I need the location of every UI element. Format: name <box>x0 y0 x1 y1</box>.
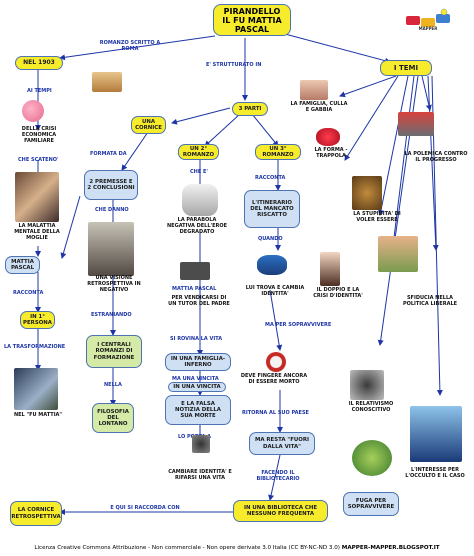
train-image <box>398 112 434 136</box>
caption-parabola: LA PARABOLA NEGATIVA DELL'EROE DEGRADATO <box>167 217 227 235</box>
node-mattia-pascal: MATTIA PASCAL <box>5 256 40 274</box>
mapper-logo: MAPPER <box>404 8 452 32</box>
link-che-danno: CHE DANNO <box>95 207 129 213</box>
node-premesse: 2 PREMESSE E 2 CONCLUSIONI <box>84 170 138 200</box>
caption-cambiare: CAMBIARE IDENTITA' E RIFARSI UNA VITA <box>168 469 232 481</box>
node-fuori-vita: MA RESTA "FUORI DALLA VITA" <box>249 432 315 455</box>
fighting-goblins-image <box>378 236 418 272</box>
node-3-romanzo: UN 3° ROMANZO <box>255 144 301 160</box>
node-i-temi: I TEMI <box>380 60 432 76</box>
caption-finge: DEVE FINGERE ANCORA DI ESSERE MORTO <box>240 373 308 385</box>
license-footer: Licenza Creative Commons Attribuzione - … <box>0 545 474 551</box>
caption-stupidita: LA STUPIDITA' DI VOLER ESSERE <box>353 211 401 223</box>
node-biblioteca: IN UNA BIBLIOTECA CHE NESSUNO FREQUENTA <box>233 500 328 522</box>
woman-portrait-image <box>15 172 59 222</box>
link-quando: QUANDO <box>258 236 283 242</box>
node-2-romanzo: UN 2° ROMANZO <box>178 144 219 160</box>
link-trasformazione: LA TRASFORMAZIONE <box>4 344 66 350</box>
link-scateno: CHE SCATENO' <box>18 157 59 163</box>
caption-polemica: LA POLEMICA CONTRO IL PROGRESSO <box>404 151 468 163</box>
caption-famiglia-tema: LA FAMIGLIA, CULLA E GABBIA <box>290 101 348 113</box>
caption-visione: UNA VISIONE RETROSPETTIVA IN NEGATIVO <box>87 275 141 293</box>
caption-crisi: DELLA CRISI ECONOMICA FAMILIARE <box>21 126 57 144</box>
link-nella: NELLA <box>104 382 122 388</box>
hammer-sketch-image <box>182 184 218 216</box>
link-ai-tempi: AI TEMPI <box>27 88 52 94</box>
chalkboard-image <box>180 262 210 280</box>
node-nel-1903: NEL 1903 <box>15 56 63 70</box>
caption-relativismo: IL RELATIVISMO CONOSCITIVO <box>348 401 394 413</box>
link-sopravvivere: MA PER SOPRAVVIVERE <box>265 322 332 328</box>
title-line1: PIRANDELLO <box>223 7 281 16</box>
node-itinerario: L'ITINERARIO DEL MANCATO RISCATTO <box>244 190 300 228</box>
disguise-mask-image <box>257 255 287 275</box>
heart-image <box>316 128 340 146</box>
link-racconta-1: RACCONTA <box>255 175 286 181</box>
iceberg-image <box>410 406 462 462</box>
link-romanzo-roma: ROMANZO SCRITTO A ROMA <box>99 40 161 52</box>
caption-vendicarsi: PER VENDICARSI DI UN TUTOR DEL PADRE <box>168 295 230 307</box>
turtle-image <box>352 440 392 476</box>
node-filosofia-lontano: FILOSOFIA DEL LONTANO <box>92 403 134 433</box>
spider-image <box>350 370 384 400</box>
caption-sfiducia: SFIDUCIA NELLA POLITICA LIBERALE <box>402 295 458 307</box>
skull-image <box>266 352 286 372</box>
link-raccorda: E QUI SI RACCORDA CON <box>110 505 180 511</box>
node-falsa-notizia: E LA FALSA NOTIZIA DELLA SUA MORTE <box>165 395 231 425</box>
node-cornice-retrospettiva: LA CORNICE RETROSPETTIVA <box>10 501 62 526</box>
lightbulb-icon <box>406 8 450 27</box>
pirandello-portrait-image <box>14 368 58 410</box>
link-che-e: CHE E' <box>190 169 208 175</box>
map-title: PIRANDELLO IL FU MATTIA PASCAL <box>213 4 291 36</box>
link-facendo: FACENDO IL BIBLIOTECARIO <box>256 470 300 482</box>
cradle-image <box>300 80 328 100</box>
colosseum-image <box>92 72 122 92</box>
node-vincita: IN UNA VINCITA <box>168 382 226 392</box>
caption-doppio: IL DOPPIO E LA CRISI D'IDENTITA' <box>313 287 363 299</box>
link-mattia-pascal: MATTIA PASCAL <box>172 286 217 292</box>
node-famiglia-inferno: IN UNA FAMIGLIA-INFERNO <box>165 353 231 371</box>
link-estraniando: ESTRANIANDO <box>91 312 132 318</box>
caption-malattia: LA MALATTIA MENTALE DELLA MOGLIE <box>14 223 60 241</box>
node-3-parti: 3 PARTI <box>232 102 268 116</box>
lion-image <box>352 176 382 210</box>
link-formata-da: FORMATA DA <box>90 151 127 157</box>
link-strutturato: E' STRUTTURATO IN <box>206 62 262 68</box>
man-figure-image <box>192 435 210 453</box>
site-link[interactable]: MAPPER-MAPPER.BLOGSPOT.IT <box>341 545 440 551</box>
caption-nel-fu-mattia: NEL "FU MATTIA" <box>13 412 63 418</box>
node-fuga: FUGA PER SOPRAVVIVERE <box>343 492 399 516</box>
doll-image <box>320 252 340 286</box>
caption-interesse: L'INTERESSE PER L'OCCULTO E IL CASO <box>405 467 465 479</box>
link-rovina-vita: SI ROVINA LA VITA <box>170 336 223 342</box>
caption-forma: LA FORMA - TRAPPOLA <box>314 147 348 159</box>
tree-image <box>88 222 134 276</box>
title-line2: IL FU MATTIA PASCAL <box>222 16 282 35</box>
piggy-bank-image <box>22 100 44 122</box>
link-racconta-2: RACCONTA <box>13 290 44 296</box>
node-in-1-persona: IN 1° PERSONA <box>20 311 55 329</box>
license-text: Licenza Creative Commons Attribuzione - … <box>34 545 340 551</box>
node-centrali-romanzi: I CENTRALI ROMANZI DI FORMAZIONE <box>86 335 142 368</box>
logo-text: MAPPER <box>418 26 438 31</box>
link-ritorna: RITORNA AL SUO PAESE <box>242 410 309 416</box>
node-una-cornice: UNA CORNICE <box>131 116 166 134</box>
caption-cambia-identita: LUI TROVA E CAMBIA IDENTITA' <box>245 285 305 297</box>
link-una-vincita: MA UNA VINCITA <box>172 376 219 382</box>
